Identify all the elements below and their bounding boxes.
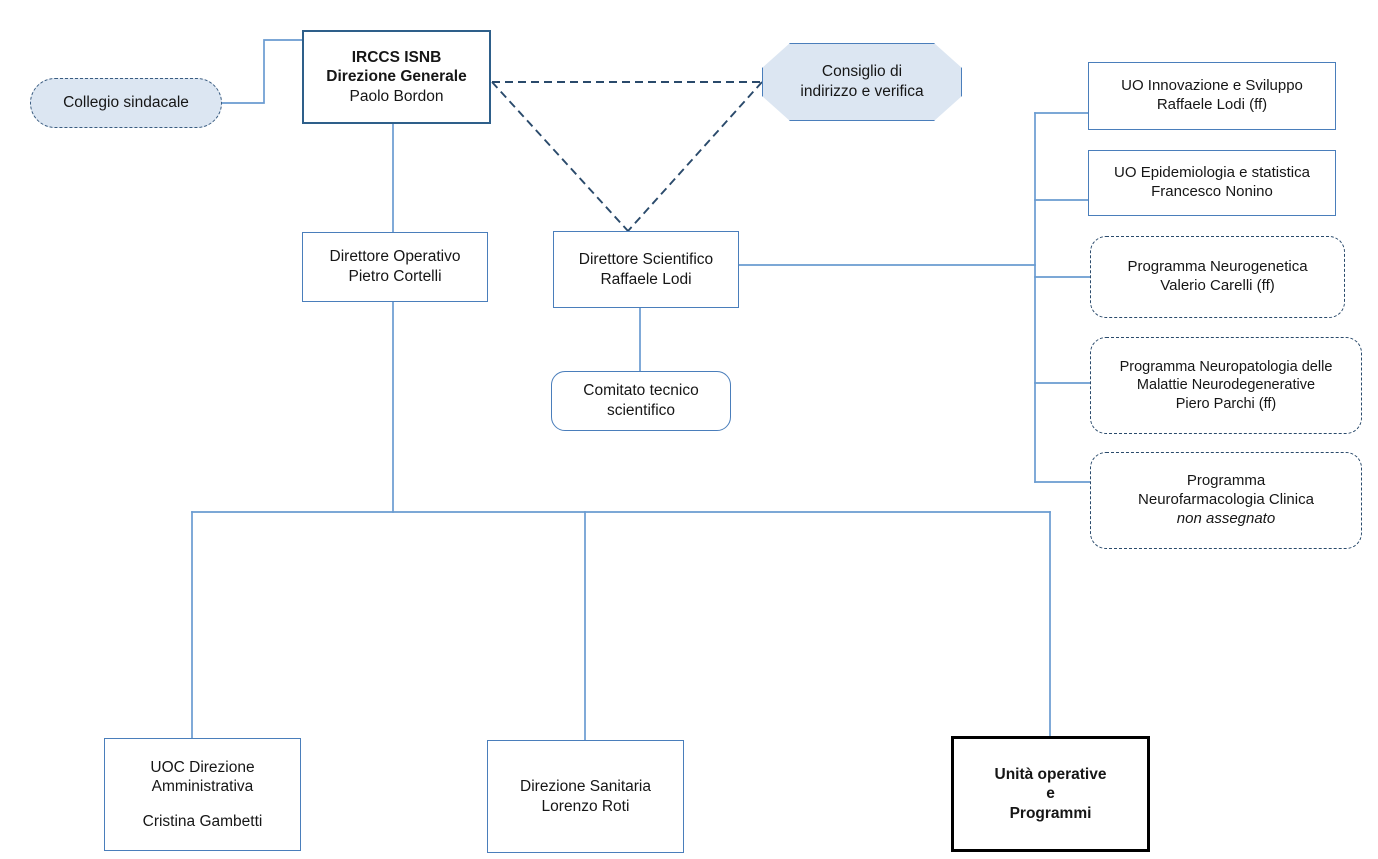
node-line: UO Epidemiologia e statistica: [1114, 164, 1310, 182]
node-programma-neurogenetica[interactable]: Programma Neurogenetica Valerio Carelli …: [1090, 236, 1345, 318]
node-uo-epidemiologia-statistica[interactable]: UO Epidemiologia e statistica Francesco …: [1088, 150, 1336, 216]
node-line: indirizzo e verifica: [800, 83, 924, 100]
node-line: UO Innovazione e Sviluppo: [1121, 77, 1303, 95]
node-line: IRCCS ISNB: [351, 48, 442, 66]
node-uo-innovazione-sviluppo[interactable]: UO Innovazione e Sviluppo Raffaele Lodi …: [1088, 62, 1336, 130]
node-programma-neuropatologia[interactable]: Programma Neuropatologia delle Malattie …: [1090, 337, 1362, 434]
node-line: Neurofarmacologia Clinica: [1138, 491, 1314, 509]
node-line: Paolo Bordon: [349, 87, 444, 105]
node-consiglio-indirizzo-verifica[interactable]: Consiglio di indirizzo e verifica: [762, 43, 962, 121]
node-line: Amministrativa: [151, 778, 254, 796]
node-line: Direttore Scientifico: [578, 250, 714, 268]
node-line: Programma: [1186, 472, 1266, 490]
node-programma-neurofarmacologia[interactable]: Programma Neurofarmacologia Clinica non …: [1090, 452, 1362, 549]
node-unita-operative-programmi[interactable]: Unità operative e Programmi: [951, 736, 1150, 852]
node-line: Programmi: [1009, 804, 1092, 822]
node-line: Malattie Neurodegenerative: [1136, 377, 1316, 394]
node-line: UOC Direzione: [150, 758, 255, 776]
wire-collegio-to-dg: [221, 39, 303, 104]
node-direttore-scientifico[interactable]: Direttore Scientifico Raffaele Lodi: [553, 231, 739, 308]
node-uoc-direzione-amministrativa[interactable]: UOC Direzione Amministrativa Cristina Ga…: [104, 738, 301, 851]
wire-consiglio-to-ds-dashed: [627, 81, 763, 232]
node-direzione-generale[interactable]: IRCCS ISNB Direzione Generale Paolo Bord…: [302, 30, 491, 124]
node-text: Consiglio di indirizzo e verifica: [762, 43, 962, 121]
node-line: Piero Parchi (ff): [1175, 395, 1277, 412]
node-line: Direzione Sanitaria: [520, 777, 651, 795]
node-line: Direzione Generale: [326, 68, 467, 86]
node-line: e: [1046, 785, 1055, 803]
node-line: Cristina Gambetti: [142, 812, 263, 830]
node-line: Comitato tecnico: [583, 382, 699, 400]
node-line: Lorenzo Roti: [541, 797, 630, 815]
node-line: Programma Neuropatologia delle: [1119, 359, 1333, 376]
node-line: non assegnato: [1176, 509, 1276, 527]
node-line: scientifico: [606, 402, 676, 419]
node-line: Programma Neurogenetica: [1127, 258, 1308, 276]
node-line: Pietro Cortelli: [348, 268, 442, 285]
octagon-shape: [762, 43, 962, 121]
node-line: Raffaele Lodi: [600, 270, 692, 288]
node-direzione-sanitaria[interactable]: Direzione Sanitaria Lorenzo Roti: [487, 740, 684, 853]
node-collegio-sindacale[interactable]: Collegio sindacale: [30, 78, 222, 128]
node-direttore-operativo[interactable]: Direttore Operativo Pietro Cortelli: [302, 232, 488, 302]
node-line: Valerio Carelli (ff): [1160, 277, 1275, 294]
node-line: Consiglio di: [821, 63, 903, 81]
node-line: Direttore Operativo: [329, 248, 461, 266]
node-line: Collegio sindacale: [63, 94, 189, 112]
wire-dg-to-ds-dashed: [491, 81, 629, 232]
node-line: Unità operative: [994, 765, 1107, 783]
node-line: Francesco Nonino: [1151, 183, 1273, 200]
node-line: Raffaele Lodi (ff): [1156, 96, 1268, 113]
node-comitato-tecnico-scientifico[interactable]: Comitato tecnico scientifico: [551, 371, 731, 431]
